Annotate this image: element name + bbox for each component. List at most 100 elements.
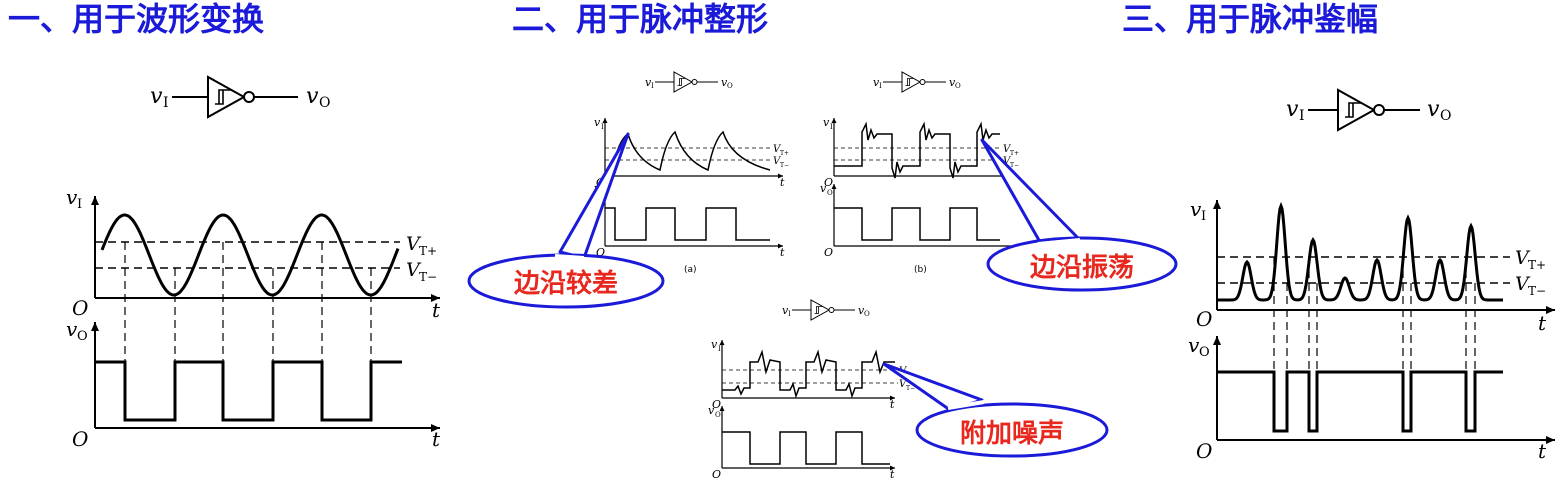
svg-text:T+: T+: [1010, 150, 1019, 157]
svg-text:O: O: [715, 411, 721, 419]
output-axes-2a: v O O t: [594, 182, 785, 259]
svg-text:v: v: [820, 182, 827, 195]
svg-text:O: O: [1196, 307, 1212, 331]
svg-text:v: v: [645, 76, 652, 89]
svg-text:V: V: [1515, 273, 1531, 295]
svg-text:v: v: [306, 84, 319, 109]
panel-waveform-conversion: v I v O v I O t V T+ V T− v: [66, 76, 441, 451]
input-sine-wave: [100, 213, 400, 297]
svg-text:O: O: [1440, 108, 1451, 124]
svg-text:t: t: [1538, 439, 1547, 463]
svg-text:O: O: [824, 176, 833, 189]
svg-text:V: V: [773, 144, 782, 155]
svg-text:I: I: [163, 95, 169, 111]
svg-text:t: t: [890, 468, 895, 480]
svg-text:v: v: [858, 304, 865, 317]
svg-text:O: O: [727, 82, 733, 90]
callout-added-noise: 附加噪声: [882, 362, 1109, 458]
svg-text:v: v: [66, 185, 78, 209]
svg-text:t: t: [780, 176, 785, 189]
schmitt-inverter-symbol-3: v I v O: [1286, 89, 1451, 131]
svg-text:v: v: [711, 338, 718, 351]
svg-text:T+: T+: [1528, 258, 1546, 272]
svg-text:T−: T−: [1010, 162, 1019, 169]
subfigure-label-b: (b): [914, 265, 927, 275]
schmitt-inverter-symbol-2b: v I v O: [873, 71, 961, 93]
svg-text:V: V: [1515, 247, 1531, 269]
svg-text:V: V: [773, 156, 782, 167]
svg-text:T+: T+: [780, 150, 789, 157]
svg-text:V: V: [406, 259, 422, 281]
schmitt-inverter-symbol-1: v I v O: [150, 76, 330, 118]
svg-text:v: v: [1286, 97, 1299, 122]
output-square-wave-2c: [722, 431, 890, 465]
schmitt-inverter-symbol-2c: v I v O: [782, 299, 870, 321]
svg-text:T−: T−: [906, 385, 915, 392]
svg-text:t: t: [432, 427, 441, 451]
svg-text:O: O: [712, 398, 721, 411]
input-rc-wave-2a: [611, 130, 771, 173]
svg-text:v: v: [782, 304, 789, 317]
panel-pulse-discrimination: v I v O v I O t V T+ V T− v O O t: [1188, 89, 1555, 463]
svg-text:t: t: [432, 298, 441, 322]
input-noisy-wave-2c: [722, 349, 895, 399]
title-pulse-shaping: 二、用于脉冲整形: [512, 0, 769, 38]
svg-text:t: t: [780, 246, 785, 259]
svg-text:I: I: [788, 310, 791, 318]
svg-text:I: I: [879, 82, 882, 90]
svg-text:O: O: [955, 82, 961, 90]
svg-text:I: I: [718, 345, 721, 353]
svg-text:O: O: [319, 95, 330, 111]
svg-text:O: O: [827, 189, 833, 197]
svg-text:I: I: [830, 123, 833, 131]
svg-text:O: O: [77, 329, 88, 344]
svg-text:v: v: [721, 76, 728, 89]
svg-text:v: v: [1427, 97, 1440, 122]
svg-text:T+: T+: [419, 244, 437, 258]
schmitt-inverter-symbol-2a: v I v O: [645, 71, 733, 93]
svg-text:I: I: [651, 82, 654, 90]
input-axes-2b: v I O t: [823, 116, 1013, 189]
output-axes-3: v O O t: [1188, 333, 1555, 463]
svg-text:O: O: [72, 427, 88, 451]
callout-edge-poor-text: 边沿较差: [514, 268, 618, 299]
svg-text:v: v: [1190, 197, 1202, 221]
svg-text:O: O: [712, 468, 721, 480]
svg-text:v: v: [66, 317, 78, 341]
callout-edge-ringing-text: 边沿振荡: [1030, 253, 1134, 283]
svg-text:t: t: [1538, 311, 1547, 335]
transition-guides-1: [124, 242, 372, 362]
svg-text:V: V: [899, 379, 908, 390]
output-square-wave-2b: [834, 207, 1000, 241]
svg-text:I: I: [601, 123, 604, 131]
input-axes-2c: v I O t: [711, 338, 895, 411]
svg-text:O: O: [824, 246, 833, 259]
output-square-wave-2a: [605, 207, 770, 241]
svg-text:V: V: [1003, 144, 1012, 155]
svg-text:v: v: [594, 116, 601, 129]
output-axes-1: v O O t: [66, 317, 441, 451]
svg-text:O: O: [1196, 439, 1212, 463]
svg-text:I: I: [1201, 209, 1206, 224]
svg-text:v: v: [949, 76, 956, 89]
svg-text:T−: T−: [1528, 284, 1546, 298]
svg-text:V: V: [406, 233, 422, 255]
transition-guides-3: [1273, 257, 1476, 372]
callout-edge-poor: 边沿较差: [467, 132, 665, 309]
svg-text:v: v: [708, 404, 715, 417]
svg-text:T−: T−: [419, 270, 437, 284]
svg-text:v: v: [150, 84, 163, 109]
svg-text:O: O: [1199, 345, 1210, 360]
svg-text:V: V: [1003, 156, 1012, 167]
subfigure-label-a: (a): [684, 265, 697, 275]
svg-text:v: v: [823, 116, 830, 129]
svg-text:O: O: [72, 296, 88, 320]
output-pulse-train-3: [1217, 370, 1503, 433]
input-ringing-wave-2b: [834, 121, 1000, 179]
callout-added-noise-text: 附加噪声: [960, 419, 1064, 449]
title-waveform-conversion: 一、用于波形变换: [8, 0, 265, 38]
input-pulse-train-3: [1217, 201, 1503, 302]
input-axes-1: v I O t: [66, 185, 441, 322]
svg-text:O: O: [864, 310, 870, 318]
